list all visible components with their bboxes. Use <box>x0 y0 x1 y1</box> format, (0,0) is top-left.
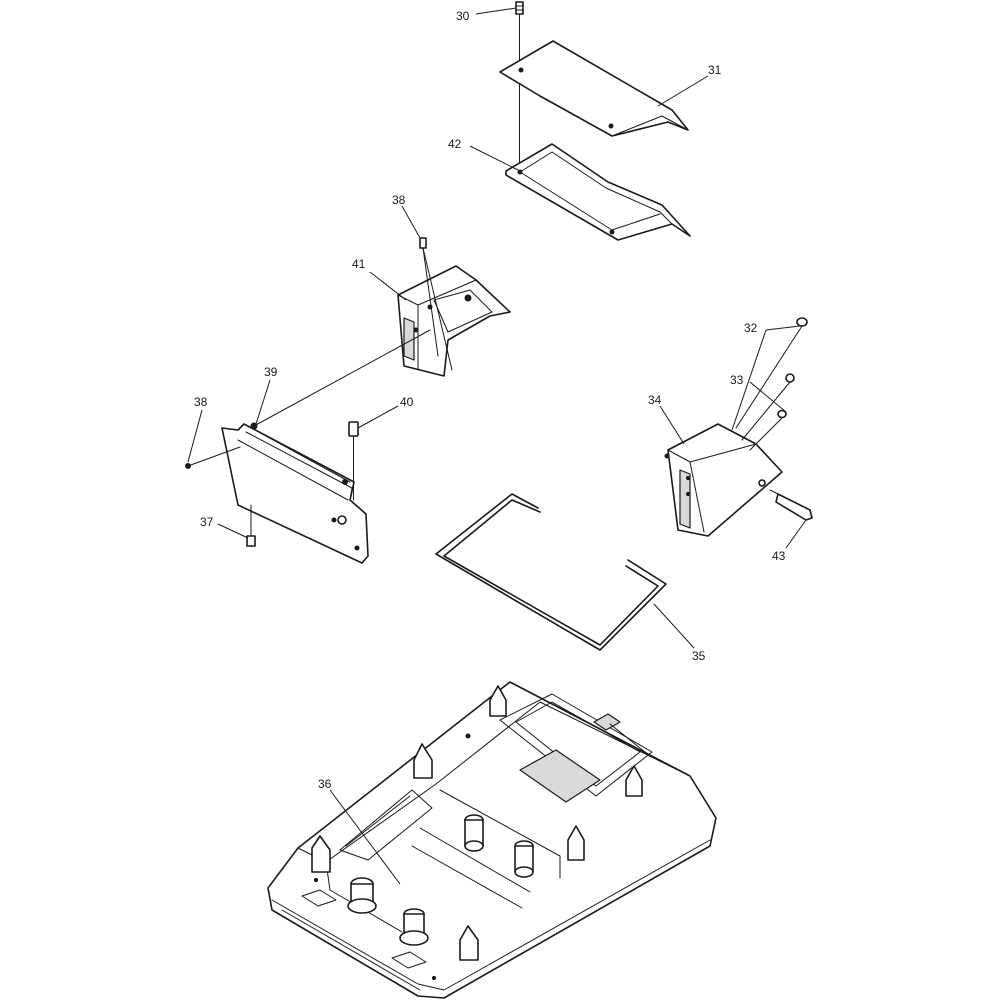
callout-43: 43 <box>772 549 786 563</box>
part-36-base-chassis[interactable] <box>267 681 717 999</box>
part-30-bolt[interactable] <box>515 1 524 176</box>
part-41-bracket[interactable] <box>397 265 511 377</box>
part-34-box-bracket[interactable] <box>664 423 783 537</box>
part-35-wire-frame[interactable] <box>435 493 667 651</box>
callout-38-upper: 38 <box>392 193 406 207</box>
callout-41: 41 <box>352 257 366 271</box>
callout-31: 31 <box>708 63 722 77</box>
part-39-mounting-plate[interactable] <box>221 329 431 564</box>
part-32-33-screws[interactable] <box>735 317 808 451</box>
part-42-gasket-frame[interactable] <box>505 143 691 241</box>
part-38-screw-upper[interactable] <box>419 237 453 371</box>
callout-labels: 30 31 42 38 41 32 33 34 39 38 40 37 43 3… <box>194 9 786 791</box>
callout-30: 30 <box>456 9 470 23</box>
callout-40: 40 <box>400 395 414 409</box>
callout-33: 33 <box>730 373 744 387</box>
callout-37: 37 <box>200 515 214 529</box>
callout-34: 34 <box>648 393 662 407</box>
part-31-cover-plate[interactable] <box>499 40 689 137</box>
part-38-screw-left[interactable] <box>185 446 241 469</box>
callout-36: 36 <box>318 777 332 791</box>
part-37-nut[interactable] <box>246 504 256 547</box>
part-43-bolt[interactable] <box>769 489 813 521</box>
callout-35: 35 <box>692 649 706 663</box>
callout-42: 42 <box>448 137 462 151</box>
leader-lines <box>187 7 807 885</box>
callout-32: 32 <box>744 321 758 335</box>
part-40-bolt[interactable] <box>348 421 359 501</box>
callout-38-left: 38 <box>194 395 208 409</box>
callout-39: 39 <box>264 365 278 379</box>
